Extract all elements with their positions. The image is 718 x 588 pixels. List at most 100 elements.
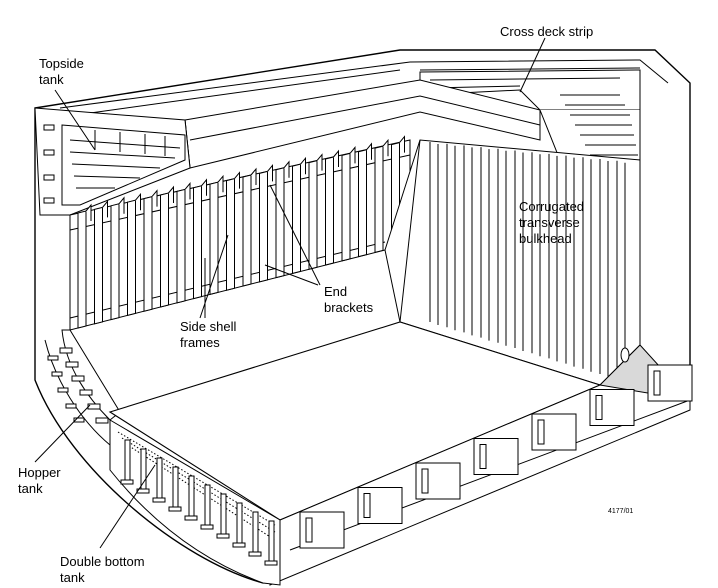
side-shell-frame [143, 195, 153, 312]
end-bracket [267, 164, 273, 182]
side-shell-frame [275, 167, 285, 279]
label-double-bottom-tank-line2: tank [60, 570, 85, 585]
side-shell-frame [242, 174, 252, 287]
side-girder-flange [200, 524, 214, 530]
side-girder [236, 502, 243, 544]
leader-lines [34, 37, 546, 549]
side-girder-flange [184, 515, 198, 521]
topside-longitudinals [43, 124, 55, 204]
end-bracket [349, 146, 356, 164]
side-shell-frame [226, 177, 235, 291]
side-girder-flange [136, 488, 150, 494]
leader-double-bottom-tank [99, 464, 156, 549]
label-hopper-tank-line1: Hopper [18, 465, 61, 480]
end-bracket [283, 160, 290, 178]
end-bracket [399, 135, 405, 153]
side-girder-flange [120, 479, 134, 485]
side-girder [172, 466, 179, 508]
labels: Topside tank Cross deck strip Corrugated… [18, 24, 633, 585]
side-girder [252, 511, 259, 553]
side-shell-frame [358, 149, 367, 258]
hopper-tank [44, 329, 121, 446]
floor-stiffener [653, 370, 661, 396]
side-shell-frame [341, 152, 351, 262]
end-bracket [135, 192, 141, 211]
side-shell-frame [325, 156, 334, 266]
leader-end-brackets-2 [264, 264, 319, 286]
topside-tank [34, 107, 191, 216]
side-shell-frame [308, 159, 318, 270]
floor-stiffener [595, 395, 603, 420]
floor-stiffener [479, 444, 487, 469]
deck [39, 59, 669, 121]
end-bracket [85, 203, 92, 221]
end-bracket [201, 178, 207, 196]
side-shell-frame [94, 206, 103, 325]
label-end-brackets-line2: brackets [324, 300, 374, 315]
topside-tank-stiffeners [69, 130, 181, 189]
end-bracket [366, 142, 372, 160]
side-girder-flange [248, 551, 262, 557]
leader-end-brackets-1 [269, 184, 321, 286]
side-shell-frame [374, 145, 384, 254]
hopper-tank-stiffeners [47, 347, 109, 424]
double-bottom-side-girders [120, 439, 278, 566]
side-shell-frame [259, 170, 268, 283]
side-shell-frame [110, 203, 120, 321]
side-girder-flange [264, 560, 278, 566]
side-shell-frame [127, 199, 136, 317]
side-shell-frame [176, 188, 186, 304]
side-girder-flange [232, 542, 246, 548]
end-bracket [102, 200, 108, 218]
side-shell-frame [77, 210, 87, 329]
side-girder [268, 520, 275, 562]
end-bracket [382, 138, 389, 157]
leader-hopper-tank [34, 404, 91, 463]
floor-stiffener [537, 419, 545, 445]
cross-deck-brackets [560, 94, 638, 156]
side-girder [156, 457, 163, 499]
leader-topside-tank [54, 89, 96, 151]
end-bracket [300, 156, 306, 175]
label-end-brackets-line1: End [324, 284, 347, 299]
label-corrugated-bulkhead-line2: transverse [519, 215, 580, 230]
side-girder-flange [168, 506, 182, 512]
side-girder [124, 439, 131, 481]
figure-reference: 4177/01 [608, 508, 633, 515]
label-cross-deck-strip: Cross deck strip [500, 24, 593, 39]
end-bracket [184, 182, 191, 200]
double-bottom-floors [299, 364, 693, 549]
side-shell-frame [160, 192, 169, 308]
label-topside-tank-line1: Topside [39, 56, 84, 71]
label-side-shell-frames-line2: frames [180, 335, 220, 350]
label-topside-tank-line2: tank [39, 72, 64, 87]
end-bracket [333, 149, 339, 167]
side-girder [220, 493, 227, 535]
floor-stiffener [305, 517, 313, 543]
floor-stiffener [363, 493, 371, 518]
end-bracket [217, 174, 224, 193]
side-girder [204, 484, 211, 526]
label-corrugated-bulkhead-line3: bulkhead [519, 231, 572, 246]
side-girder-flange [152, 497, 166, 503]
end-bracket [118, 196, 125, 214]
side-shell-frame [193, 185, 202, 300]
side-girder [188, 475, 195, 517]
end-bracket [151, 189, 158, 207]
label-side-shell-frames-line1: Side shell [180, 319, 236, 334]
end-bracket [250, 167, 257, 185]
side-shell-frame [209, 181, 219, 296]
label-double-bottom-tank-line1: Double bottom [60, 554, 145, 569]
floor-stiffener [421, 468, 429, 494]
side-shell-frame [292, 163, 301, 275]
cross-deck-strip [419, 69, 641, 166]
bulkhead-corrugations [429, 142, 626, 382]
leader-cross-deck-strip [519, 37, 546, 93]
end-bracket [316, 153, 323, 171]
side-girder-flange [216, 533, 230, 539]
label-hopper-tank-line2: tank [18, 481, 43, 496]
end-bracket [234, 171, 240, 189]
end-bracket [168, 185, 174, 203]
